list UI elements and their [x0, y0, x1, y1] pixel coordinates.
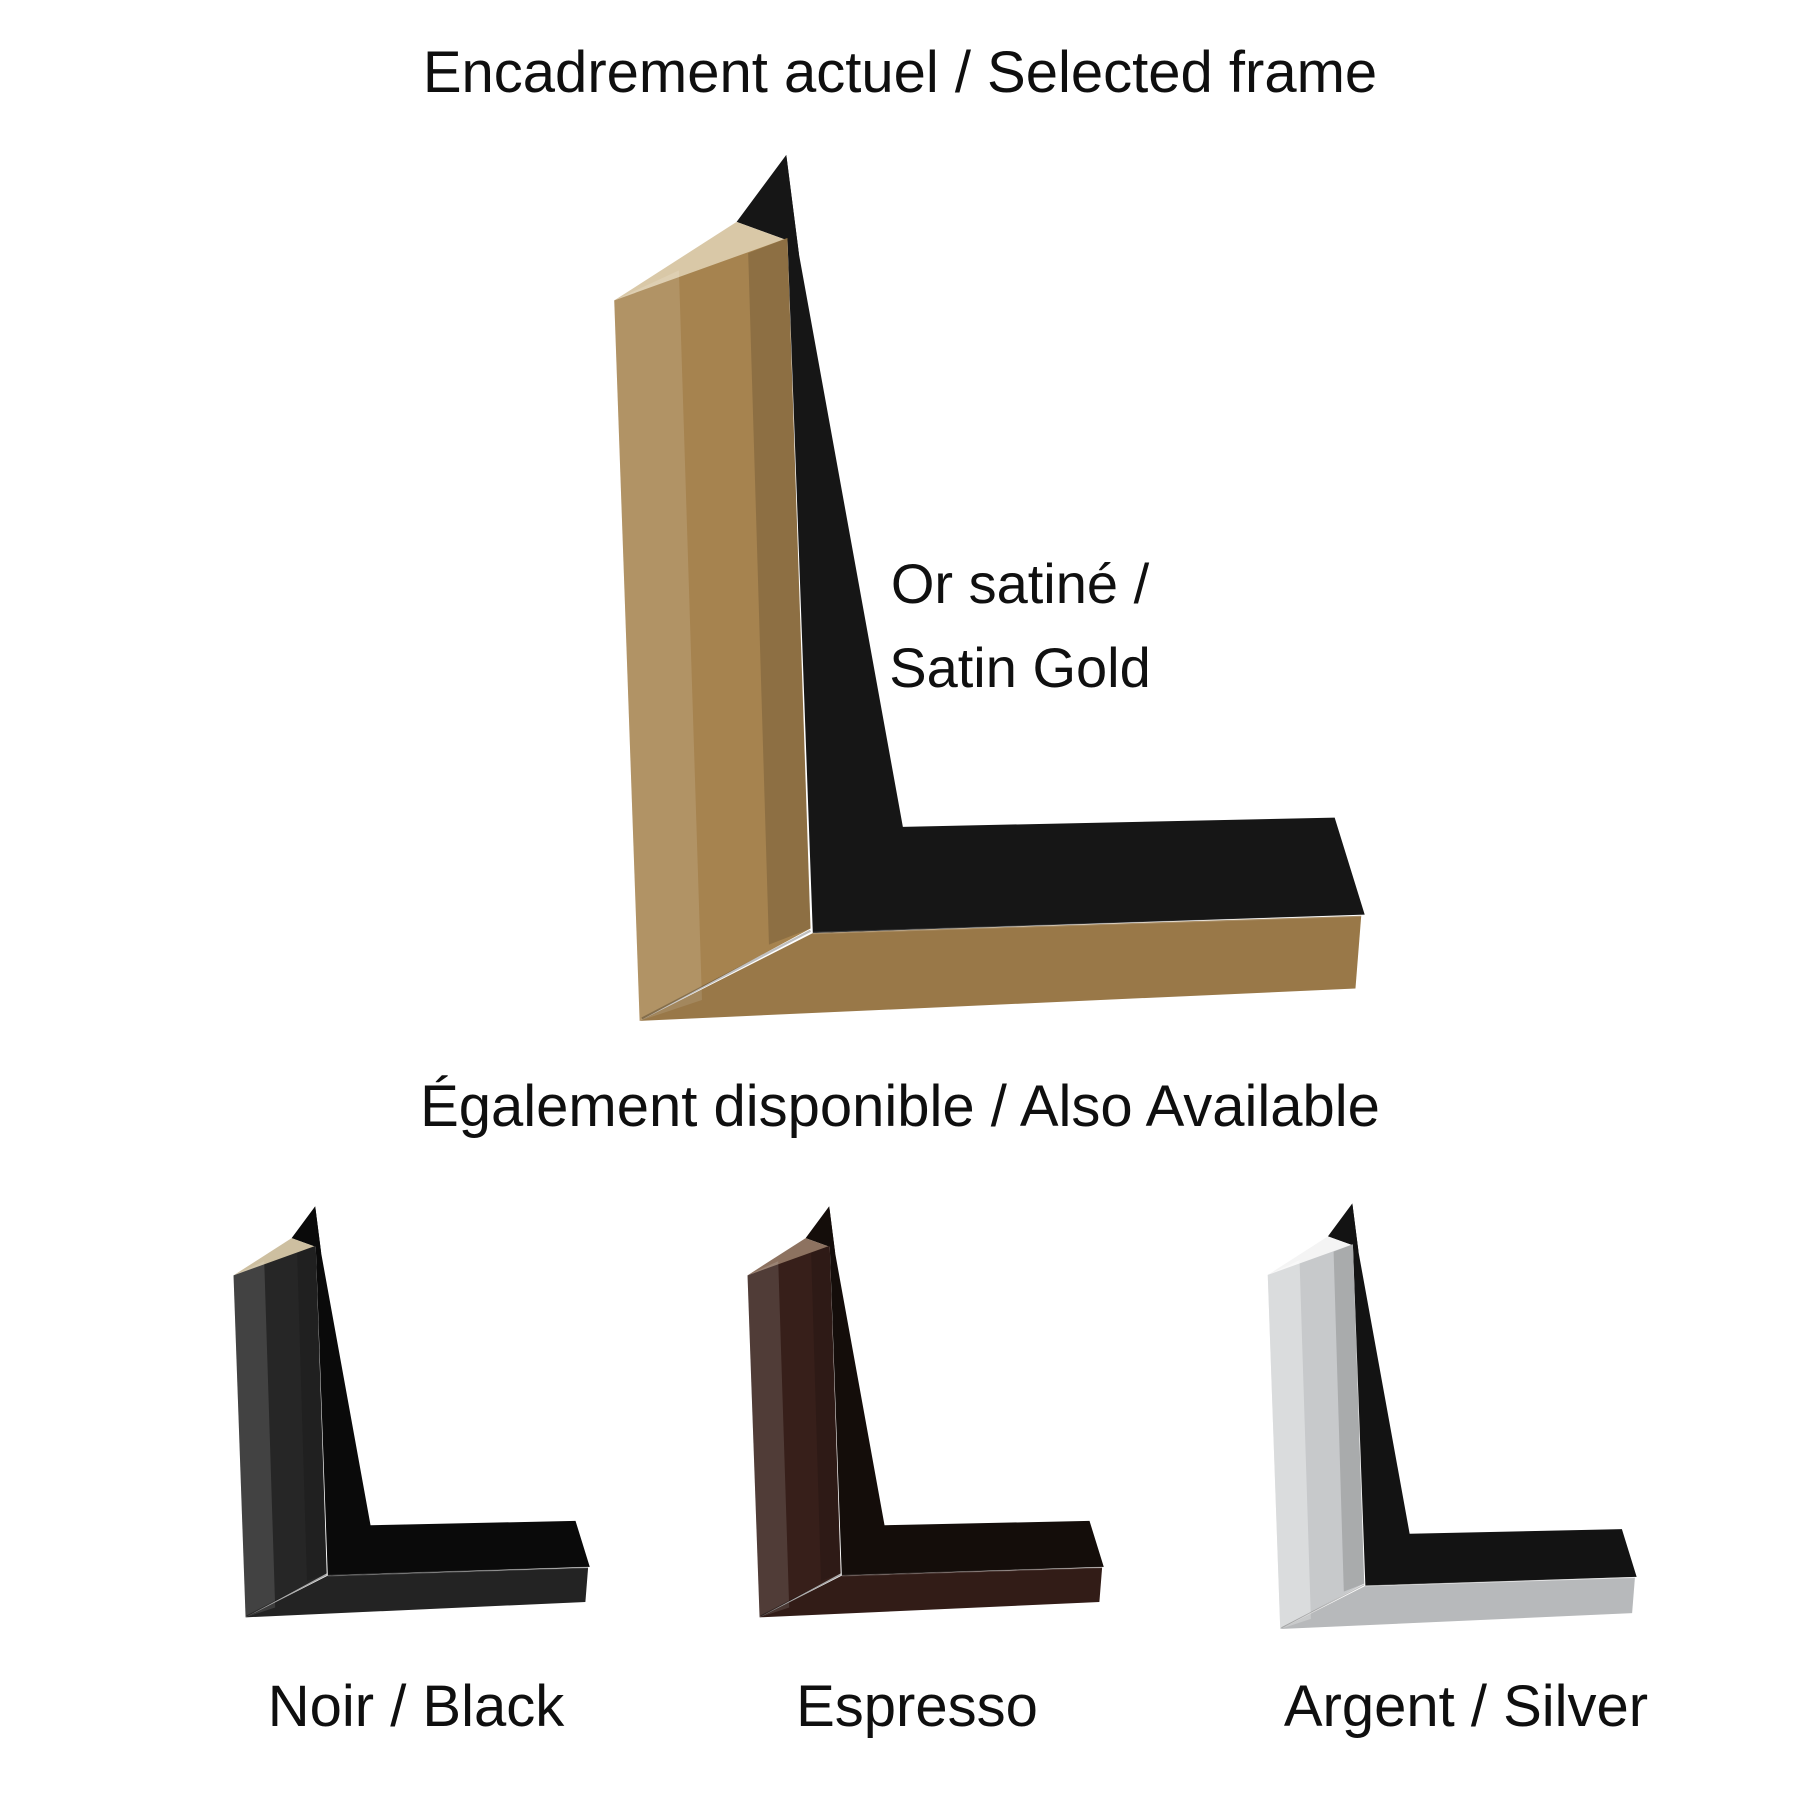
frame-shadow-right: [811, 1245, 841, 1582]
frame-shadow-bottom: [1280, 1577, 1635, 1630]
available-frame-black-image[interactable]: [229, 1203, 591, 1625]
frame-shadow-bottom: [639, 915, 1362, 1021]
frame-lip-highlight: [1365, 1576, 1635, 1587]
frame-lip-highlight: [327, 1566, 589, 1577]
frame-miter-seam: [246, 1573, 328, 1617]
frame-miter-seam: [760, 1573, 842, 1617]
frame-shadow-right: [1333, 1244, 1365, 1592]
frame-miter-back-tip: [736, 154, 799, 255]
frame-corner-graphic: [1267, 1203, 1637, 1630]
selected-frame-image: [614, 154, 1365, 1021]
frame-inner-lip-face: [829, 1206, 1104, 1576]
frame-highlight-left: [233, 1261, 276, 1618]
frame-miter-seam: [1281, 1584, 1365, 1629]
selected-frame-label: Or satiné / Satin Gold: [865, 542, 1175, 710]
available-frame-espresso-image[interactable]: [743, 1203, 1105, 1625]
frame-lip-highlight: [812, 914, 1362, 935]
frame-option-label-black: Noir / Black: [267, 1674, 565, 1739]
frame-outer-bottom-face: [245, 1567, 589, 1618]
frame-shadow-bottom: [759, 1567, 1103, 1618]
frame-option-label-silver: Argent / Silver: [1283, 1674, 1649, 1739]
selected-frame-label-line2: Satin Gold: [889, 636, 1151, 699]
frame-inner-lip-face: [1352, 1203, 1637, 1586]
frame-shadow-bottom: [245, 1567, 589, 1618]
frame-inner-lip-face: [786, 154, 1365, 934]
frame-highlight-left: [1267, 1260, 1311, 1630]
frame-highlight-left: [747, 1261, 790, 1618]
frame-top-cut-face: [747, 1238, 830, 1276]
frame-highlight-left: [614, 270, 702, 1021]
frame-corner-graphic: [233, 1206, 590, 1618]
frame-outer-bottom-face: [639, 915, 1362, 1021]
frame-miter-seam: [641, 929, 812, 1020]
frame-outer-bottom-face: [1280, 1577, 1635, 1630]
frame-top-cut-face: [233, 1238, 316, 1276]
selected-frame-label-line1: Or satiné /: [890, 552, 1150, 615]
frame-shadow-right: [297, 1245, 327, 1582]
available-frames-heading: Également disponible / Also Available: [420, 1074, 1380, 1139]
available-frame-silver-image[interactable]: [1263, 1200, 1638, 1637]
frame-miter-back-tip: [805, 1206, 836, 1254]
frame-outer-vertical-face: [1267, 1244, 1365, 1630]
frame-inner-lip-face: [315, 1206, 590, 1576]
frame-top-cut-face: [1267, 1236, 1353, 1275]
frame-miter-back-tip: [1327, 1203, 1359, 1253]
frame-outer-vertical-face: [614, 238, 811, 1021]
frame-shadow-right: [748, 238, 811, 945]
frame-option-label-espresso: Espresso: [796, 1674, 1038, 1739]
frame-outer-vertical-face: [233, 1245, 327, 1618]
frame-lip-highlight: [841, 1566, 1103, 1577]
frame-top-cut-face: [614, 221, 788, 301]
selected-frame-heading: Encadrement actuel / Selected frame: [422, 40, 1378, 105]
frame-miter-back-tip: [291, 1206, 322, 1254]
frame-outer-vertical-face: [747, 1245, 841, 1618]
frame-corner-graphic: [614, 154, 1365, 1021]
frame-outer-bottom-face: [759, 1567, 1103, 1618]
frame-corner-graphic: [747, 1206, 1104, 1618]
